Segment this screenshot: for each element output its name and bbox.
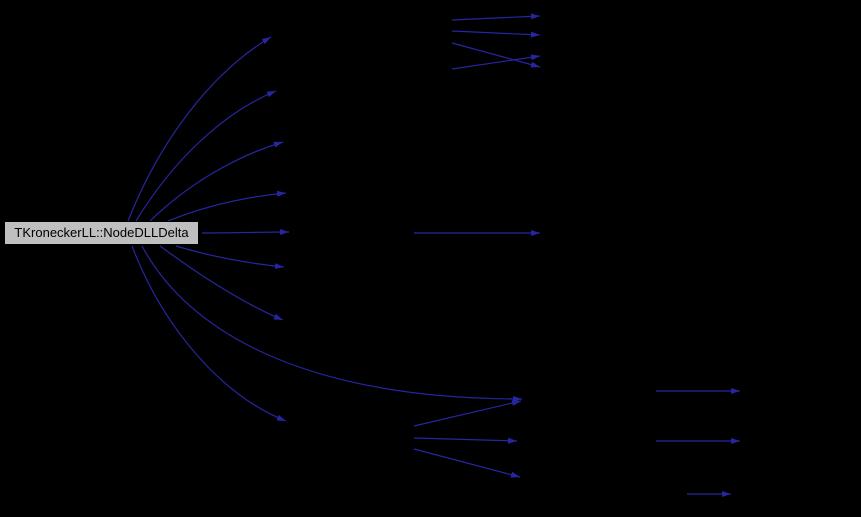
edge	[413, 448, 521, 478]
right-edges	[656, 388, 740, 497]
fanout-edges	[127, 36, 523, 422]
edge	[451, 54, 541, 70]
edge	[159, 245, 284, 321]
edge	[167, 190, 287, 222]
edge	[201, 229, 290, 236]
edge	[135, 90, 277, 222]
edge	[127, 36, 272, 222]
lower-middle-edges	[413, 400, 522, 478]
edge	[413, 400, 522, 427]
edge	[131, 245, 287, 422]
top-right-edges	[451, 13, 541, 70]
edge	[413, 437, 518, 444]
edge	[149, 141, 284, 222]
edge	[451, 13, 541, 21]
edge	[175, 245, 285, 270]
edge	[451, 30, 541, 38]
edge	[141, 245, 523, 402]
edge	[451, 42, 541, 68]
graph-node-label: TKroneckerLL::NodeDLLDelta	[14, 225, 189, 240]
graph-node-tkroneckerll-nodedlldelta: TKroneckerLL::NodeDLLDelta	[4, 221, 199, 245]
